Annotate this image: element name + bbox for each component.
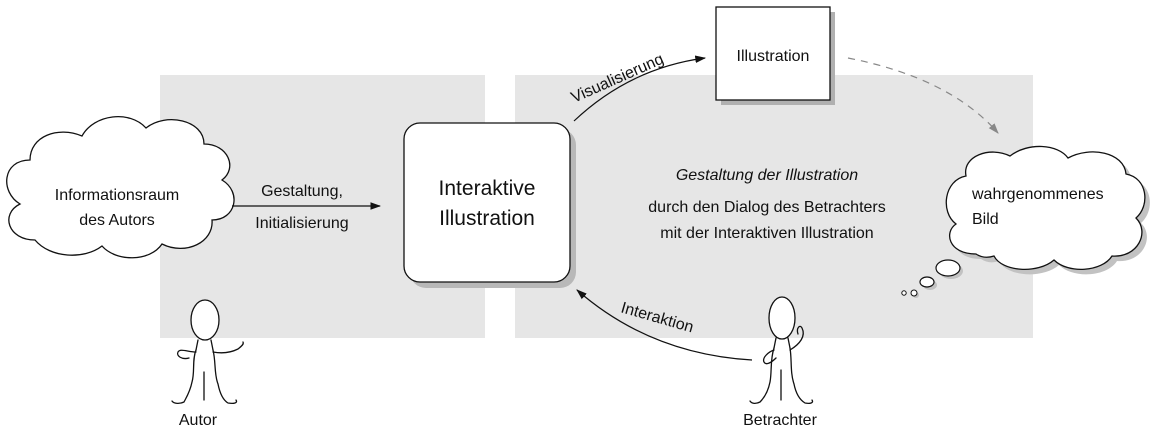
- thought-bubble-line2: Bild: [972, 211, 999, 228]
- thought-bubble: wahrgenommenes Bild: [901, 145, 1150, 298]
- author-label: Autor: [179, 412, 218, 429]
- interactive-illustration-line1: Interaktive: [439, 177, 536, 200]
- arrow-gestaltung-line2: Initialisierung: [255, 215, 348, 232]
- arrow-gestaltung-line1: Gestaltung,: [261, 183, 343, 200]
- author-figure-icon: [171, 299, 244, 405]
- author-cloud-line2: des Autors: [79, 212, 155, 229]
- center-text-line3: mit der Interaktiven Illustration: [660, 225, 873, 242]
- center-description: Gestaltung der Illustration durch den Di…: [648, 167, 885, 242]
- author-cloud: Informationsraum des Autors: [6, 116, 235, 259]
- arrow-gestaltung: Gestaltung, Initialisierung: [232, 183, 382, 232]
- center-text-line2: durch den Dialog des Betrachters: [648, 199, 885, 216]
- dashed-arrow-perception: [847, 57, 999, 134]
- viewer-figure-icon: [749, 296, 814, 405]
- interactive-illustration-box: Interaktive Illustration: [403, 122, 576, 288]
- author-cloud-line1: Informationsraum: [55, 187, 180, 204]
- interactive-illustration-line2: Illustration: [439, 207, 535, 230]
- illustration-box: Illustration: [715, 6, 835, 105]
- thought-bubble-line1: wahrgenommenes: [971, 186, 1104, 203]
- viewer-label: Betrachter: [743, 412, 817, 429]
- center-text-line1: Gestaltung der Illustration: [676, 167, 858, 184]
- illustration-label: Illustration: [737, 48, 810, 65]
